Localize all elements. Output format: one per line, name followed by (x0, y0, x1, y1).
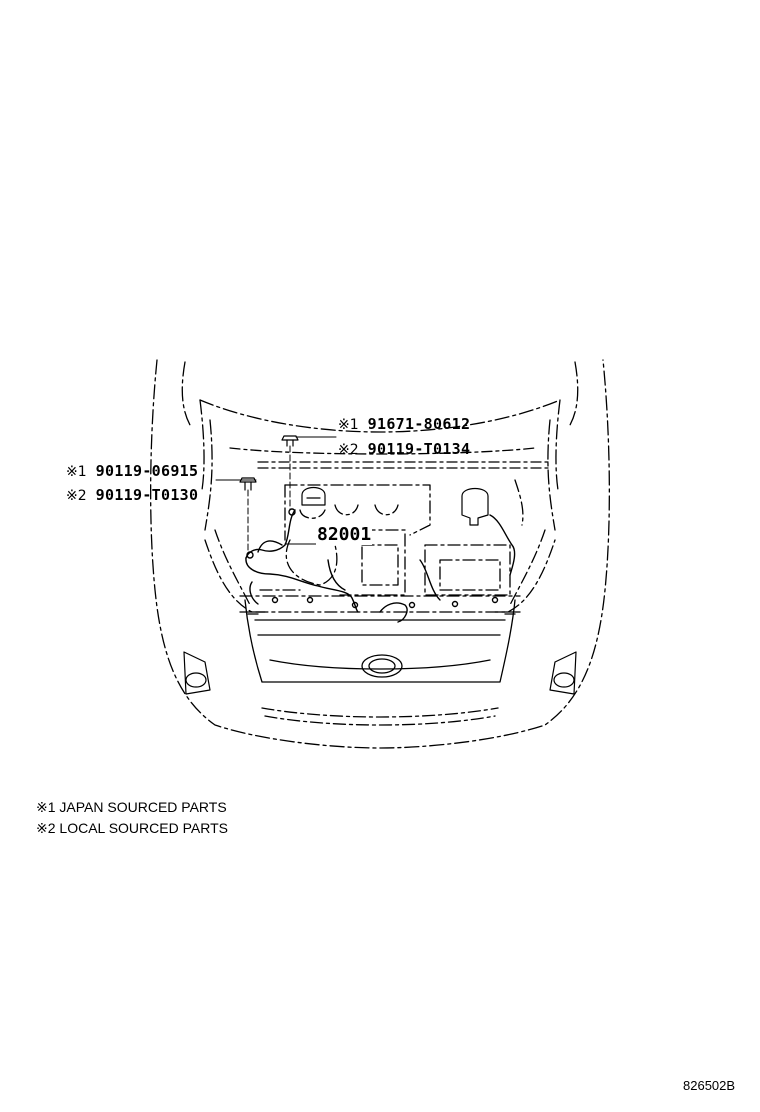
reservoirs (301, 486, 489, 526)
bolt-icon (281, 435, 299, 447)
legend-text: LOCAL SOURCED PARTS (59, 820, 228, 836)
bolt-icon (239, 477, 257, 491)
legend-mark: ※2 (36, 820, 56, 836)
callout-90119-T0134: ※2 90119-T0134 (338, 440, 470, 459)
callout-90119-06915: ※1 90119-06915 (66, 462, 198, 481)
part-number: 91671-80612 (367, 415, 471, 433)
callout-91671-80612: ※1 91671-80612 (338, 415, 470, 434)
legend-local-sourced: ※2 LOCAL SOURCED PARTS (36, 820, 228, 837)
hood-bar (229, 447, 549, 469)
engine-bay (204, 479, 556, 613)
illustration-code: 826502B (683, 1078, 736, 1093)
lower-grille (261, 707, 499, 726)
part-number: 90119-T0130 (95, 486, 199, 504)
callout-90119-T0130: ※2 90119-T0130 (66, 486, 198, 505)
fog-lamps (183, 651, 577, 695)
front-bumper (239, 599, 521, 683)
source-mark: ※1 (66, 464, 87, 480)
body-outline (149, 359, 611, 749)
source-mark: ※2 (66, 488, 87, 504)
part-number: 90119-06915 (95, 462, 199, 480)
source-mark: ※1 (338, 417, 359, 433)
legend-japan-sourced: ※1 JAPAN SOURCED PARTS (36, 799, 227, 816)
main-part-number: 82001 (316, 524, 373, 545)
legend-text: JAPAN SOURCED PARTS (59, 799, 227, 815)
leader-lines (215, 436, 337, 553)
part-number: 90119-T0134 (367, 440, 471, 458)
legend-mark: ※1 (36, 799, 56, 815)
source-mark: ※2 (338, 442, 359, 458)
wire-harness (245, 508, 516, 623)
